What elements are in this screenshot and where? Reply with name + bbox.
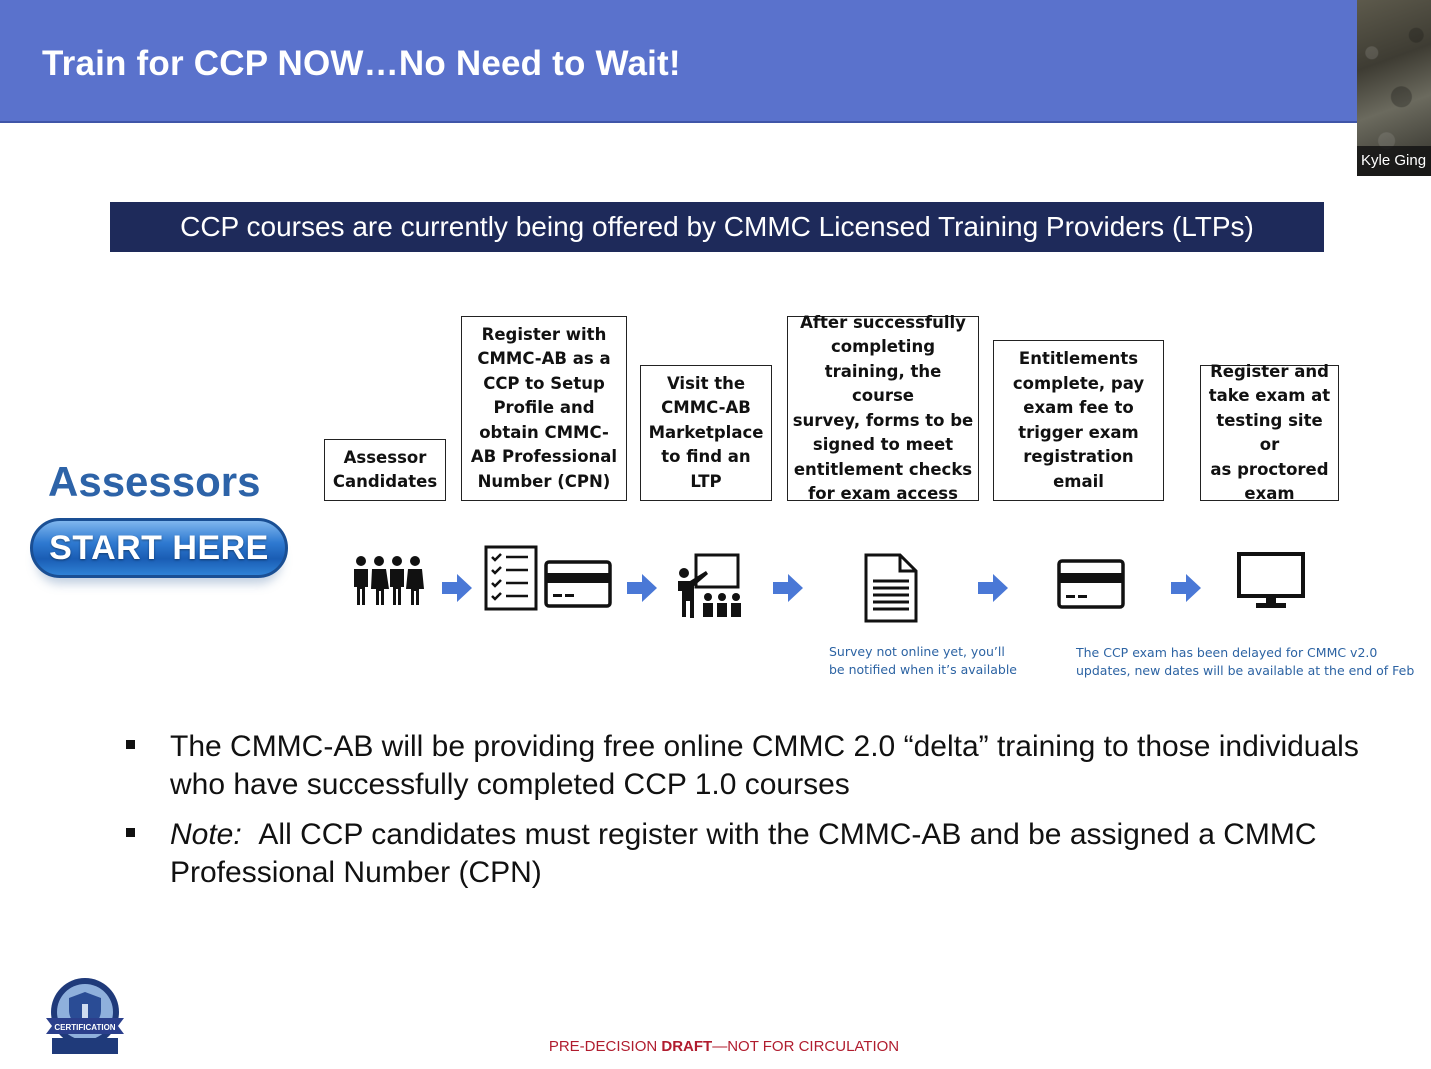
slide-title: Train for CCP NOW…No Need to Wait! xyxy=(42,44,681,83)
header-bar: Train for CCP NOW…No Need to Wait! xyxy=(0,0,1357,123)
footer-prefix: PRE-DECISION xyxy=(548,1038,662,1055)
exam-delay-note: The CCP exam has been delayed for CMMC v… xyxy=(1076,645,1415,678)
survey-note: Survey not online yet, you’ll be notifie… xyxy=(829,644,1018,677)
step-pay-exam-fee: Entitlements complete, pay exam fee to t… xyxy=(993,340,1164,501)
bullet-marker xyxy=(126,828,135,837)
footer-suffix: —NOT FOR CIRCULATION xyxy=(712,1038,900,1055)
cmmc-certification-seal-logo: CERTIFICATION xyxy=(46,978,124,1054)
participant-name: Kyle Ging xyxy=(1357,146,1431,176)
bullet-text: All CCP candidates must register with th… xyxy=(170,818,1317,889)
note-label: Note: xyxy=(170,818,242,851)
arrow-icon xyxy=(1171,574,1201,602)
credit-card-icon xyxy=(1057,559,1125,609)
assessors-heading: Assessors xyxy=(48,458,261,505)
document-icon xyxy=(864,553,918,623)
checklist-icon xyxy=(484,545,538,611)
bullet-marker xyxy=(126,740,135,749)
step-complete-training: After successfully completing training, … xyxy=(787,313,979,503)
step-take-exam: Register and take exam at testing site o… xyxy=(1200,362,1339,503)
step-register-cmmc-ab: Register with CMMC-AB as a CCP to Setup … xyxy=(461,316,627,501)
monitor-icon xyxy=(1237,552,1305,608)
arrow-icon xyxy=(978,574,1008,602)
start-here-button[interactable]: START HERE xyxy=(30,518,288,578)
step-assessor-candidates: Assessor Candidates xyxy=(324,439,446,501)
arrow-icon xyxy=(773,574,803,602)
svg-text:CERTIFICATION: CERTIFICATION xyxy=(54,1023,115,1032)
ltp-banner: CCP courses are currently being offered … xyxy=(110,202,1324,252)
bullet-item: The CMMC-AB will be providing free onlin… xyxy=(124,728,1414,804)
footer-draft-notice: PRE-DECISION DRAFT—NOT FOR CIRCULATION xyxy=(0,1038,1431,1055)
step-visit-marketplace: Visit the CMMC-AB Marketplace to find an… xyxy=(640,365,772,501)
bullet-item: Note: All CCP candidates must register w… xyxy=(124,816,1414,892)
instructor-icon xyxy=(678,553,741,618)
bullet-text: The CMMC-AB will be providing free onlin… xyxy=(170,730,1359,801)
credit-card-icon xyxy=(544,560,612,608)
arrow-icon xyxy=(442,574,472,602)
bullet-list: The CMMC-AB will be providing free onlin… xyxy=(124,728,1414,904)
participant-video-tile[interactable]: Kyle Ging xyxy=(1357,0,1431,176)
people-icon xyxy=(354,556,424,605)
arrow-icon xyxy=(627,574,657,602)
footer-draft: DRAFT xyxy=(661,1038,713,1055)
